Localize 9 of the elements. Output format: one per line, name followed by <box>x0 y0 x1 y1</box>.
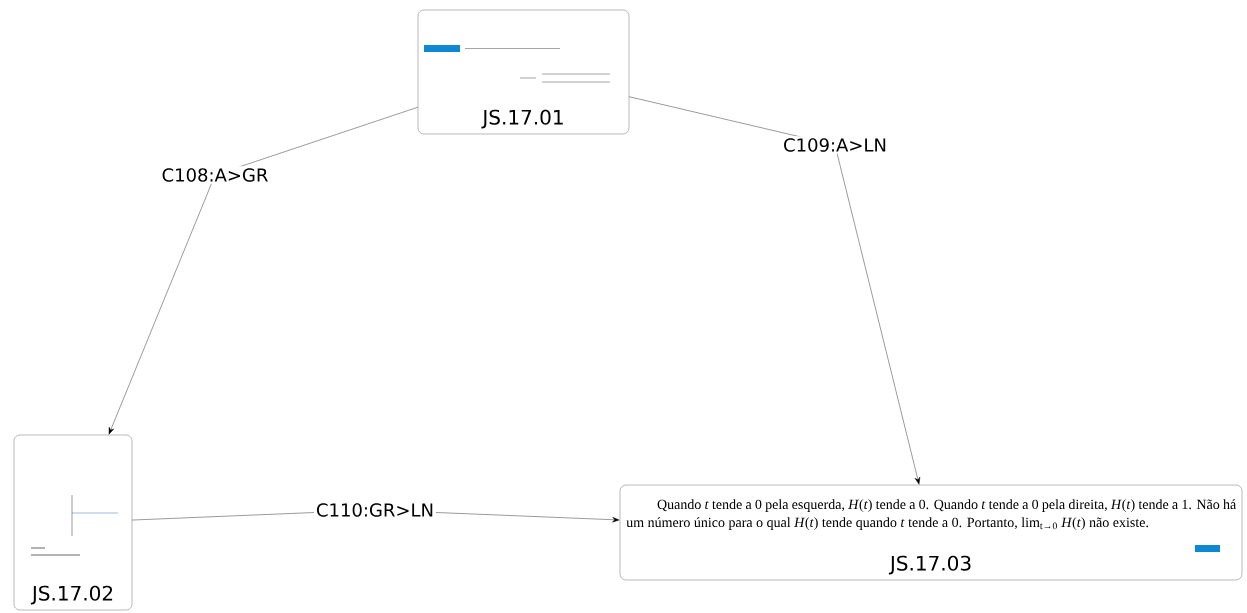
arrow <box>629 96 921 485</box>
node-label: JS.17.03 <box>888 555 971 575</box>
arrow <box>108 107 418 435</box>
edge-label: C110:GR>LN <box>314 501 436 519</box>
edge-label: C109:A>LN <box>781 136 889 154</box>
paragraph: Quando t tende a 0 pela esquerda, H(t) tende a 0. Quando t tende a 0 pela direita, H(t) tende a 1. Não há um número único para o qual H(t) tende quando t tende a 0. Portanto, lim$_{t→0}$ H(t) não existe. <box>626 499 1236 530</box>
edge-label: C108:A>GR <box>159 166 271 184</box>
node-label: JS.17.02 <box>30 585 113 605</box>
node-label: JS.17.01 <box>481 109 563 129</box>
